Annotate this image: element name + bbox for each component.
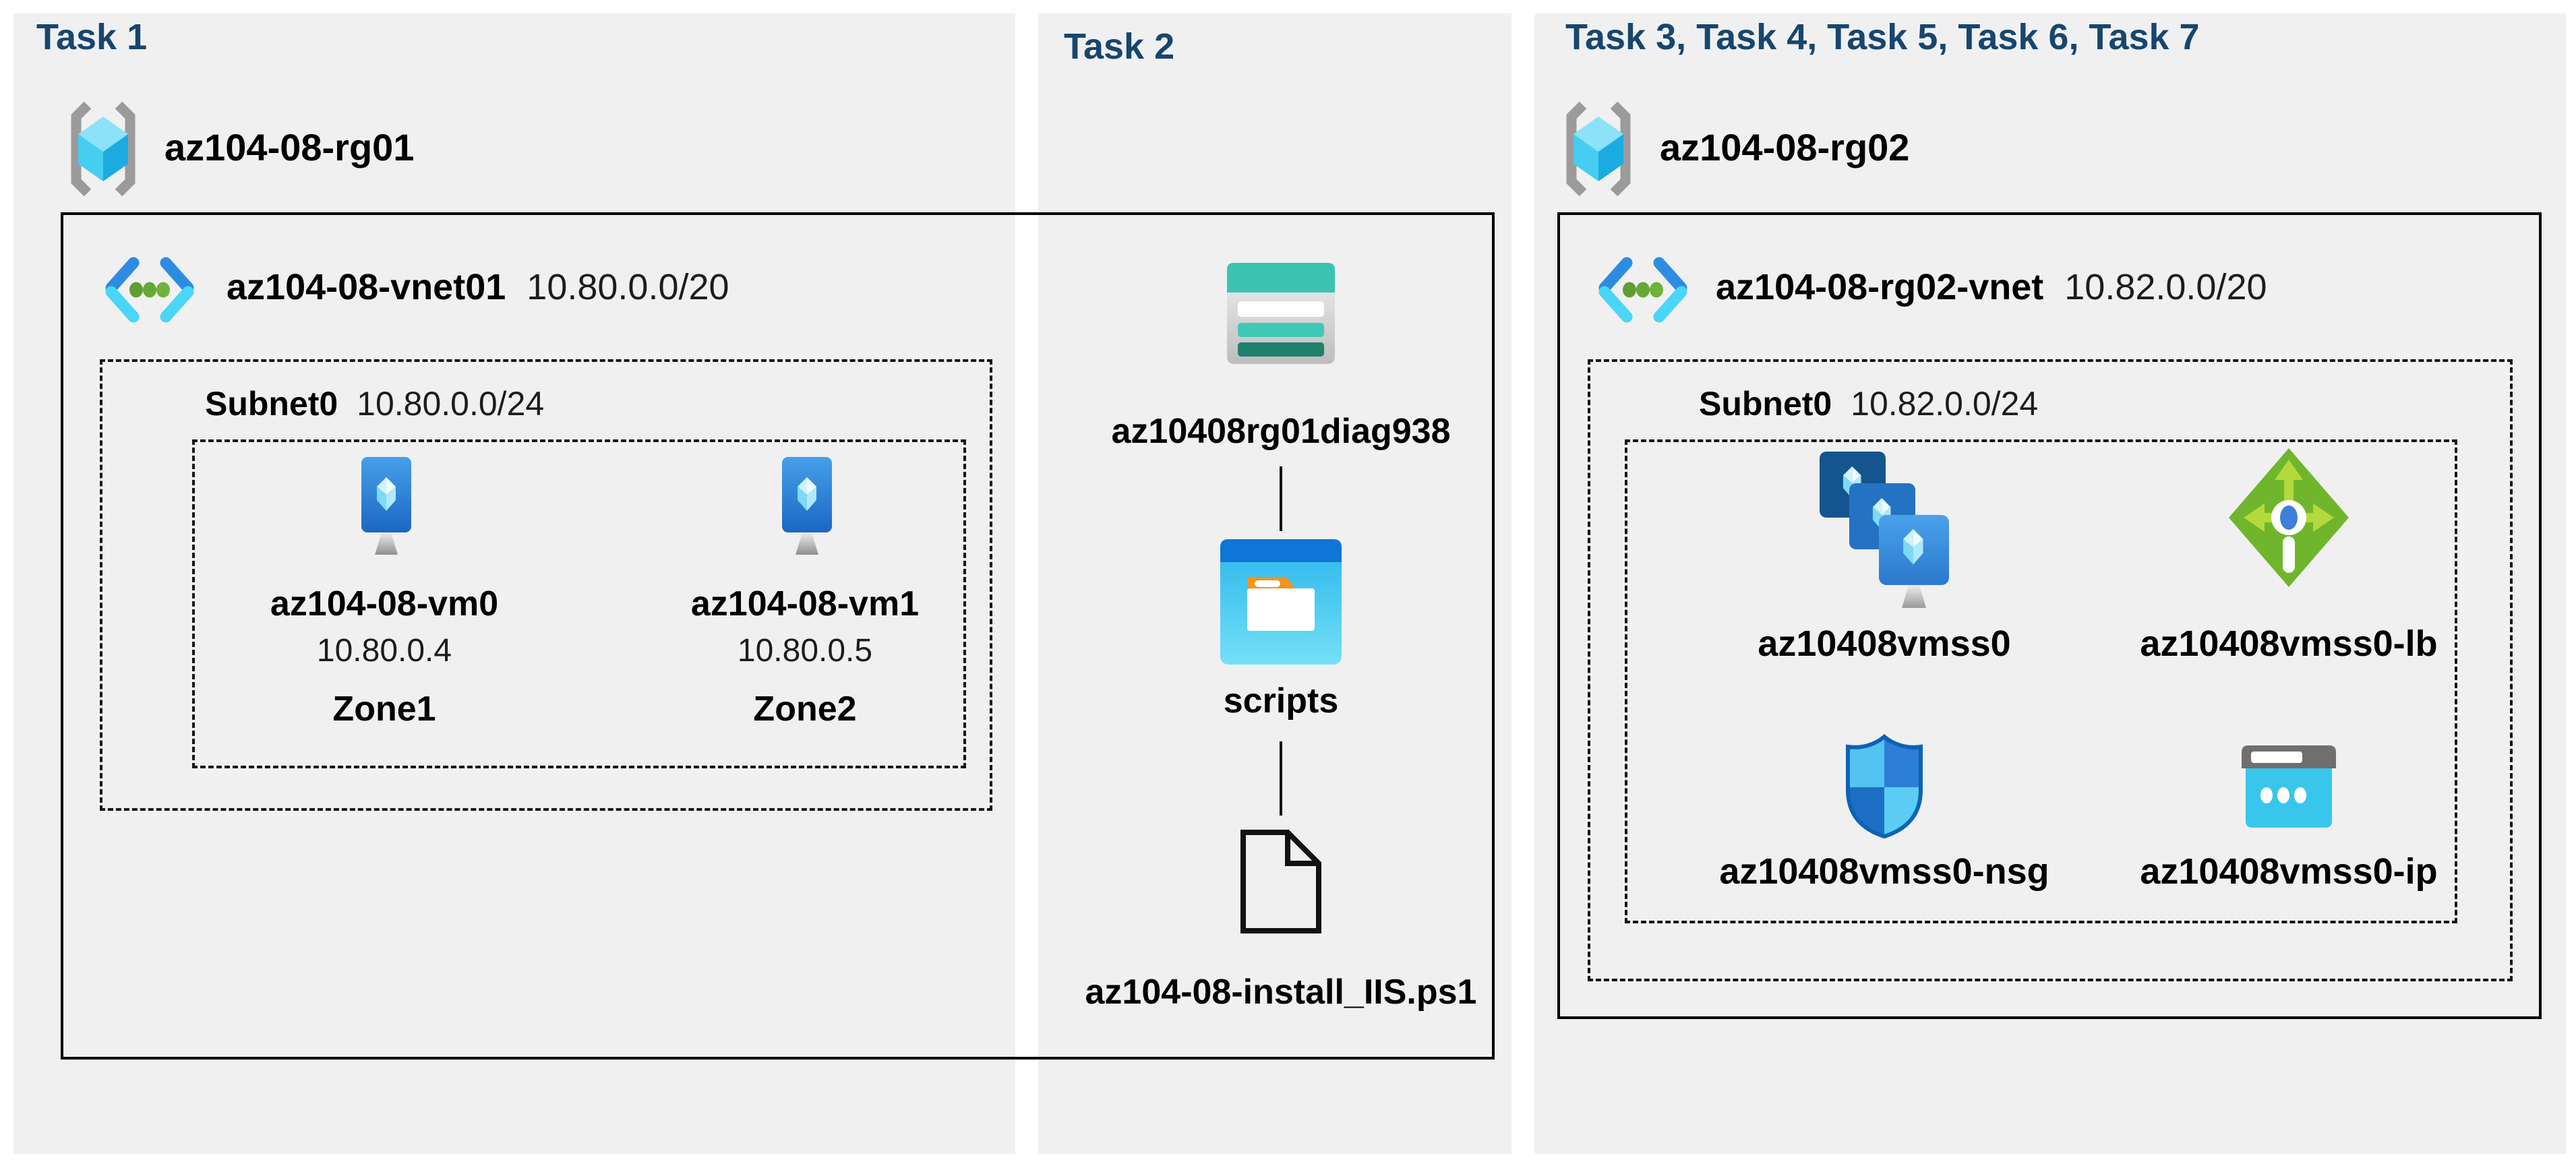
boundary-box-right: [1557, 212, 2542, 1019]
script-file-label: az104-08-install_IIS.ps1: [1085, 973, 1477, 1012]
vmss-label: az10408vmss0: [1758, 623, 2011, 664]
vm-group-box: [192, 439, 966, 768]
subnet2-cidr: 10.82.0.0/24: [1851, 385, 2039, 423]
task3-title: Task 3, Task 4, Task 5, Task 6, Task 7: [1565, 17, 2200, 57]
connector-storage-folder: [1280, 466, 1282, 531]
file-icon: [1240, 830, 1321, 933]
storage-account-label: az10408rg01diag938: [1111, 412, 1451, 451]
vm0-zone: Zone1: [332, 689, 436, 729]
vnet-icon: [105, 257, 194, 323]
vnet1-label: az104-08-vnet01 10.80.0.0/20: [227, 266, 729, 308]
vm-icon: [361, 457, 411, 555]
nsg-label: az10408vmss0-nsg: [1719, 851, 2049, 892]
rg01-label: az104-08-rg01: [164, 126, 415, 168]
vm1-ip: 10.80.0.5: [737, 633, 873, 669]
storage-account-icon: [1227, 263, 1335, 364]
vmss-icon: [1820, 452, 1949, 608]
nsg-icon: [1846, 734, 1923, 839]
task2-title: Task 2: [1064, 26, 1175, 67]
load-balancer-label: az10408vmss0-lb: [2140, 623, 2438, 664]
subnet1-label: Subnet0 10.80.0.0/24: [205, 384, 544, 423]
public-ip-label: az10408vmss0-ip: [2140, 851, 2438, 892]
vmss-resources-box: [1625, 439, 2457, 923]
vm0-name: az104-08-vm0: [270, 584, 499, 623]
vnet1-cidr: 10.80.0.0/20: [527, 267, 729, 307]
subnet1-cidr: 10.80.0.0/24: [357, 385, 545, 423]
subnet2-label: Subnet0 10.82.0.0/24: [1699, 384, 2038, 423]
subnet2-name: Subnet0: [1699, 385, 1832, 423]
boundary-box-left: [61, 212, 1495, 1060]
resource-group-icon: [1566, 101, 1631, 197]
public-ip-icon: [2242, 745, 2336, 828]
vnet-icon: [1598, 257, 1687, 323]
rg02-label: az104-08-rg02: [1660, 126, 1910, 168]
vnet2-name: az104-08-rg02-vnet: [1716, 267, 2044, 307]
load-balancer-icon: [2229, 448, 2349, 587]
vnet1-name: az104-08-vnet01: [227, 267, 506, 307]
resource-group-icon: [71, 101, 136, 197]
vm-icon: [782, 457, 832, 555]
vm1-name: az104-08-vm1: [690, 584, 920, 623]
task1-title: Task 1: [36, 17, 148, 57]
subnet1-name: Subnet0: [205, 385, 338, 423]
vm0-ip: 10.80.0.4: [316, 633, 452, 669]
vnet2-label: az104-08-rg02-vnet 10.82.0.0/20: [1716, 266, 2267, 308]
vnet2-cidr: 10.82.0.0/20: [2064, 267, 2267, 307]
panel-task3: [1534, 13, 2566, 1154]
folder-label: scripts: [1223, 681, 1339, 720]
folder-icon: [1220, 539, 1342, 665]
panel-task1: [13, 13, 1015, 1154]
subnet1-box: [100, 359, 992, 811]
connector-folder-file: [1280, 741, 1282, 816]
subnet2-box: [1588, 359, 2513, 981]
vm1-zone: Zone2: [753, 689, 857, 729]
